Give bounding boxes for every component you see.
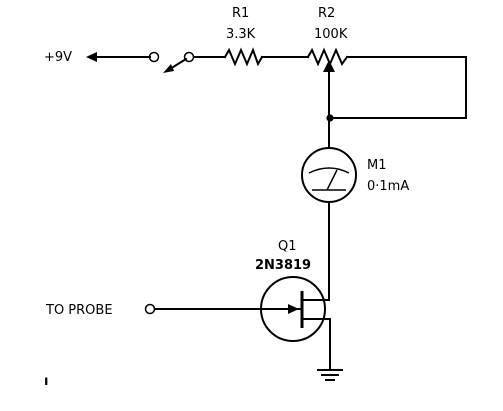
switch-blade-arrow-icon <box>163 64 174 73</box>
corner-mark: ı <box>44 374 48 389</box>
q1-part-label: 2N3819 <box>255 258 311 273</box>
r1-value-label: 3.3K <box>226 27 256 42</box>
r2-value-label: 100K <box>314 27 348 42</box>
power-switch <box>148 51 195 73</box>
r2-wiper-arrow-icon <box>323 60 335 72</box>
r2-ref-label: R2 <box>318 6 335 21</box>
switch-terminal-left <box>148 51 160 63</box>
gate-arrow-icon <box>288 304 299 314</box>
q1-ref-label: Q1 <box>278 239 297 254</box>
probe-label: TO PROBE <box>45 303 113 318</box>
ground-icon <box>317 369 343 381</box>
wire-right-loop <box>328 56 467 119</box>
meter-needle <box>326 169 338 191</box>
probe-terminal <box>144 303 156 315</box>
resistor-r1 <box>223 47 264 67</box>
supply-label: +9V <box>44 50 72 65</box>
r1-ref-label: R1 <box>232 6 249 21</box>
meter-scale-arc <box>308 167 350 174</box>
supply-arrow-icon <box>86 52 97 62</box>
m1-value-label: 0·1mA <box>367 179 409 194</box>
switch-blade <box>168 57 188 71</box>
resistor-r2 <box>306 47 349 67</box>
meter-body <box>301 147 357 203</box>
m1-ref-label: M1 <box>367 158 387 173</box>
meter-m1 <box>301 147 357 203</box>
